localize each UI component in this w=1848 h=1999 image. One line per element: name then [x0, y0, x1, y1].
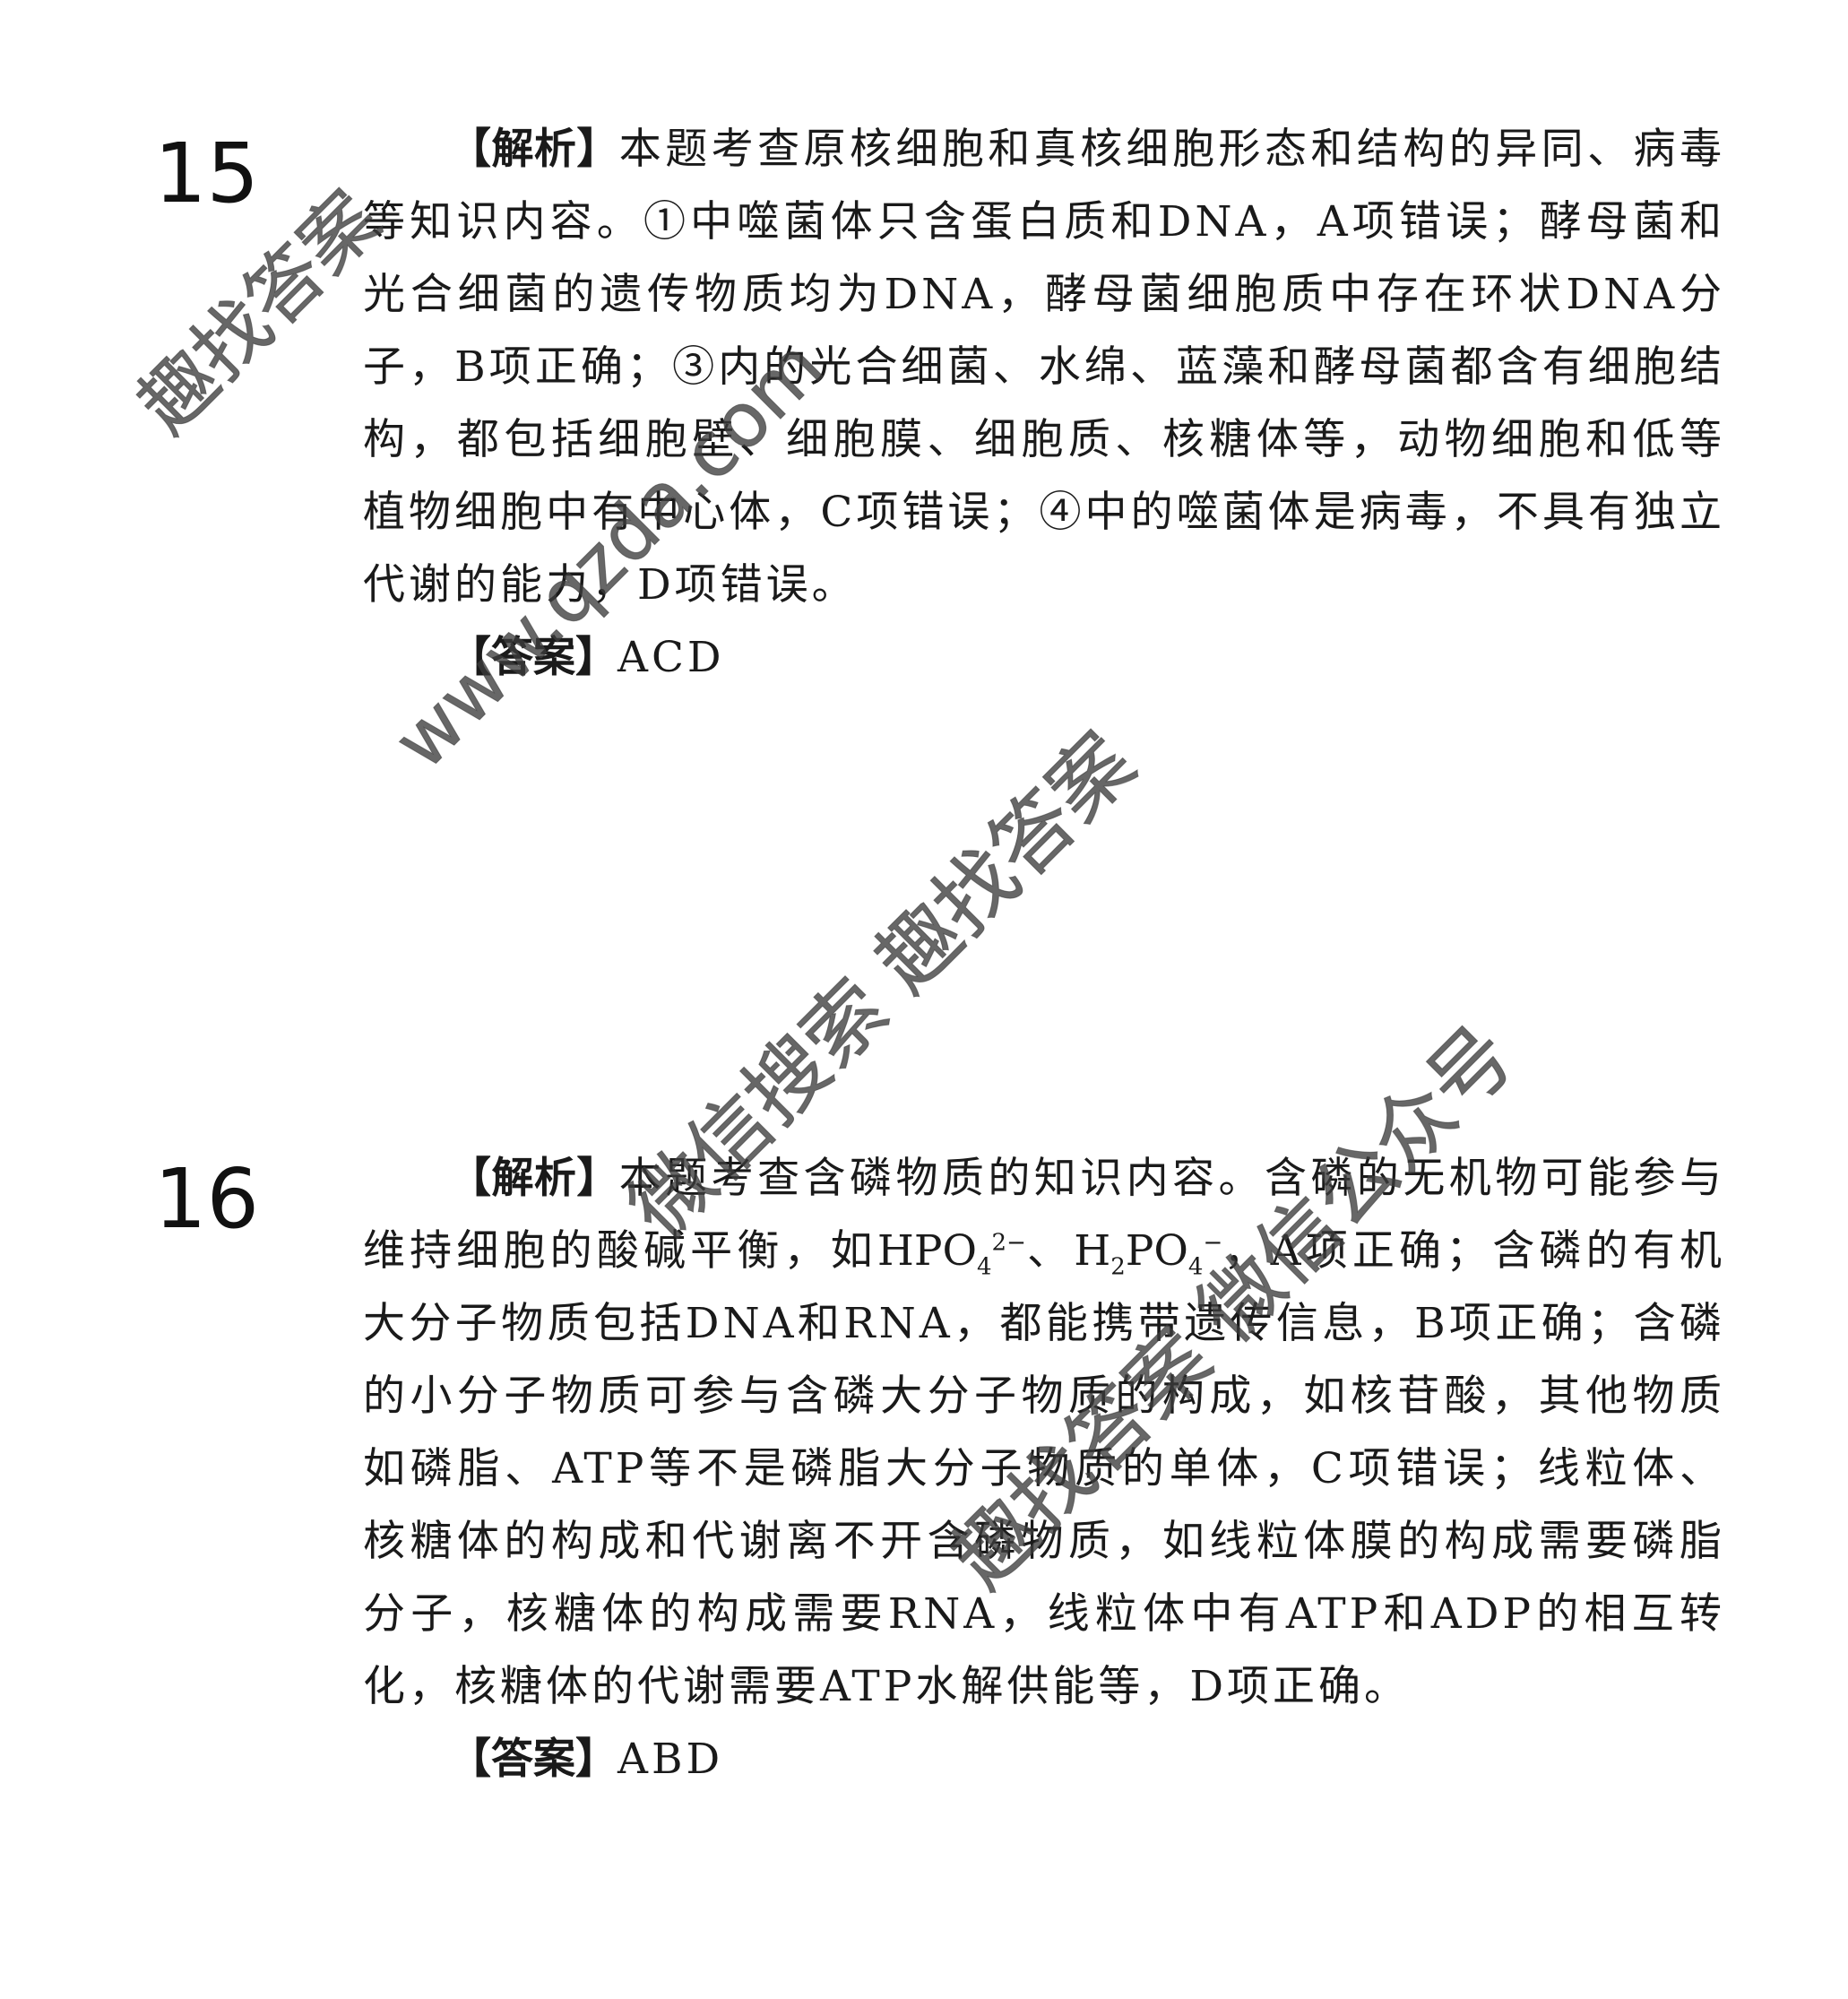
answer-line-16: 【答案】ABD	[363, 1723, 1725, 1796]
ion-hpo4: HPO42−	[877, 1226, 1026, 1281]
analysis-tag: 【解析】	[449, 1154, 619, 1203]
question-16-solution: 【解析】本题考查含磷物质的知识内容。含磷的无机物可能参与维持细胞的酸碱平衡，如H…	[363, 1142, 1725, 1796]
analysis-text-pre: 本题考查含磷物质的知识内容。含磷的无机物可能参与维持细胞的酸碱平衡，如	[363, 1154, 1726, 1276]
question-number-16: 16	[154, 1151, 260, 1247]
answer-value: ACD	[617, 633, 725, 682]
answer-tag: 【答案】	[449, 633, 617, 682]
question-15-solution: 【解析】本题考查原核细胞和真核细胞形态和结构的异同、病毒等知识内容。①中噬菌体只…	[363, 113, 1725, 694]
analysis-paragraph-16: 【解析】本题考查含磷物质的知识内容。含磷的无机物可能参与维持细胞的酸碱平衡，如H…	[363, 1142, 1725, 1723]
answer-tag: 【答案】	[449, 1735, 617, 1784]
ion-separator: 、	[1025, 1226, 1075, 1276]
answer-line-15: 【答案】ACD	[363, 621, 1725, 694]
analysis-tag: 【解析】	[449, 125, 619, 174]
answer-value: ABD	[617, 1735, 724, 1784]
question-number-15: 15	[154, 125, 260, 221]
analysis-text-post: ，A项正确；含磷的有机大分子物质包括DNA和RNA，都能携带遗传信息，B项正确；…	[363, 1226, 1726, 1711]
analysis-paragraph-15: 【解析】本题考查原核细胞和真核细胞形态和结构的异同、病毒等知识内容。①中噬菌体只…	[363, 113, 1725, 621]
analysis-text: 本题考查原核细胞和真核细胞形态和结构的异同、病毒等知识内容。①中噬菌体只含蛋白质…	[363, 125, 1726, 610]
ion-h2po4: H2PO4−	[1074, 1226, 1223, 1281]
